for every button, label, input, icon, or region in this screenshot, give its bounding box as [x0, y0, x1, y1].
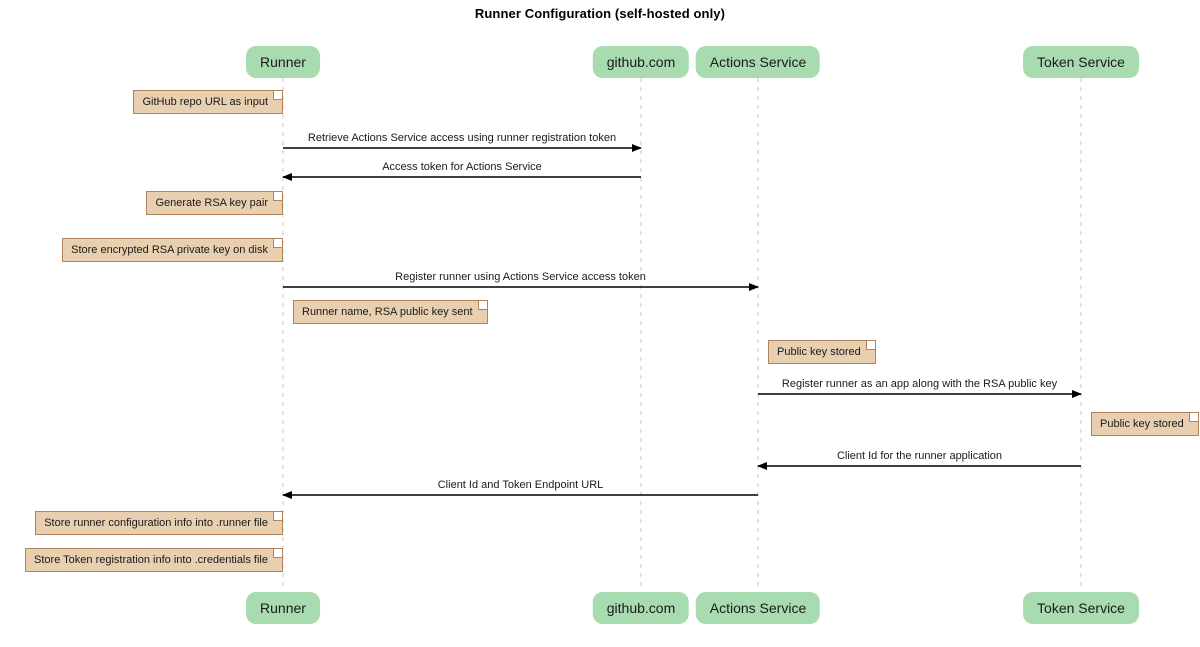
- participant-runner-bottom[interactable]: Runner: [246, 592, 320, 624]
- note-fold-icon: [1188, 413, 1198, 422]
- note-label: Public key stored: [1100, 418, 1184, 430]
- message-label-m1: Retrieve Actions Service access using ru…: [307, 132, 617, 144]
- note-label: Store Token registration info into .cred…: [34, 554, 268, 566]
- note-fold-icon: [273, 549, 282, 558]
- participant-runner-top[interactable]: Runner: [246, 46, 320, 78]
- note-label: Store encrypted RSA private key on disk: [71, 244, 268, 256]
- note-label: Store runner configuration info into .ru…: [44, 517, 268, 529]
- note-n2: Generate RSA key pair: [146, 191, 283, 216]
- note-fold-icon: [273, 239, 282, 248]
- note-n8: Store Token registration info into .cred…: [25, 548, 283, 573]
- note-n1: GitHub repo URL as input: [133, 90, 283, 115]
- note-n4: Runner name, RSA public key sent: [293, 300, 488, 325]
- note-n3: Store encrypted RSA private key on disk: [62, 238, 283, 263]
- participant-actions-bottom[interactable]: Actions Service: [695, 592, 821, 624]
- note-fold-icon: [273, 192, 282, 201]
- lifelines: [282, 78, 1082, 590]
- participant-github-bottom[interactable]: github.com: [592, 592, 690, 624]
- note-fold-icon: [273, 512, 282, 521]
- message-label-m5: Client Id for the runner application: [836, 450, 1003, 462]
- note-label: GitHub repo URL as input: [142, 96, 268, 108]
- note-label: Public key stored: [777, 346, 861, 358]
- message-label-m2: Access token for Actions Service: [382, 161, 542, 173]
- participant-actions-top[interactable]: Actions Service: [695, 46, 821, 78]
- message-arrows: [282, 144, 1082, 499]
- note-label: Generate RSA key pair: [155, 197, 268, 209]
- message-label-m6: Client Id and Token Endpoint URL: [437, 479, 604, 491]
- note-fold-icon: [477, 301, 487, 310]
- message-label-m4: Register runner as an app along with the…: [781, 378, 1058, 390]
- participant-token-top[interactable]: Token Service: [1023, 46, 1139, 78]
- page-title: Runner Configuration (self-hosted only): [474, 6, 726, 21]
- note-n7: Store runner configuration info into .ru…: [35, 511, 283, 536]
- note-label: Runner name, RSA public key sent: [302, 306, 473, 318]
- note-fold-icon: [273, 91, 282, 100]
- message-label-m3: Register runner using Actions Service ac…: [395, 271, 646, 283]
- participant-token-bottom[interactable]: Token Service: [1023, 592, 1139, 624]
- note-n5: Public key stored: [768, 340, 876, 365]
- participant-github-top[interactable]: github.com: [592, 46, 690, 78]
- note-fold-icon: [865, 341, 875, 350]
- note-n6: Public key stored: [1091, 412, 1199, 437]
